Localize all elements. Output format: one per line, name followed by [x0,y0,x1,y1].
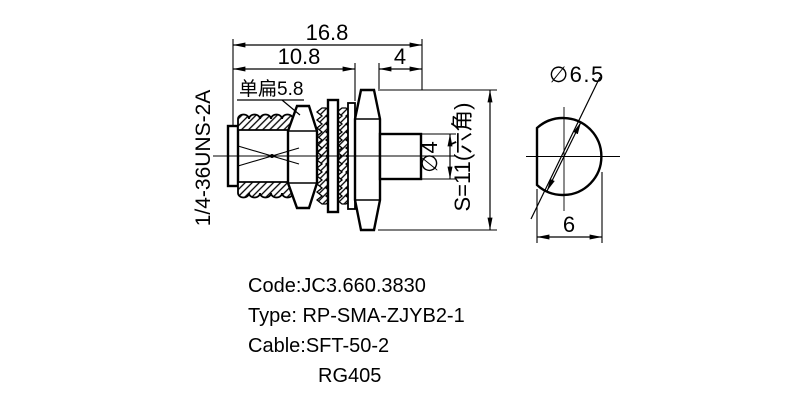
hex-nut [286,104,319,210]
dim-tube-diameter: ∅4 [417,141,442,172]
note-cable-alt: RG405 [318,365,381,387]
note-type: Type: RP-SMA-ZJYB2-1 [248,305,465,327]
dim-flat-width: 6 [563,212,575,237]
label-thread-spec: 1/4-36UNS-2A [192,90,215,227]
label-single-flat: 单扁5.8 [239,78,303,100]
side-view [213,88,456,232]
rear-tube [378,132,423,181]
dim-rear-length: 4 [394,44,406,69]
flat-cross-line-2 [237,147,300,167]
note-code: Code:JC3.660.3830 [248,275,426,297]
label-single-flat-leader [281,99,301,116]
side-view-dimensions: 16.8 10.8 4 单扁5.8 1/4-36UNS-2A ∅4 S=11(六… [192,20,497,231]
flat-cross-line-1 [237,145,300,165]
dim-front-length: 10.8 [278,44,321,69]
thread-band-top [237,113,294,131]
dia-leader-line [530,76,601,220]
dia-leader-arrow-lower [546,156,565,192]
note-cable: Cable:SFT-50-2 [248,335,389,357]
end-view: ∅6.5 6 [526,62,620,243]
dia-leader-arrow-upper [563,121,582,157]
dim-overall-length: 16.8 [306,20,349,45]
thread-band-bottom [237,181,294,199]
dim-hex-size: S=11(六角) [450,102,475,211]
notes-block: Code:JC3.660.3830 Type: RP-SMA-ZJYB2-1 C… [248,275,465,387]
dim-end-diameter: ∅6.5 [549,62,605,87]
hex-flange [353,88,382,232]
